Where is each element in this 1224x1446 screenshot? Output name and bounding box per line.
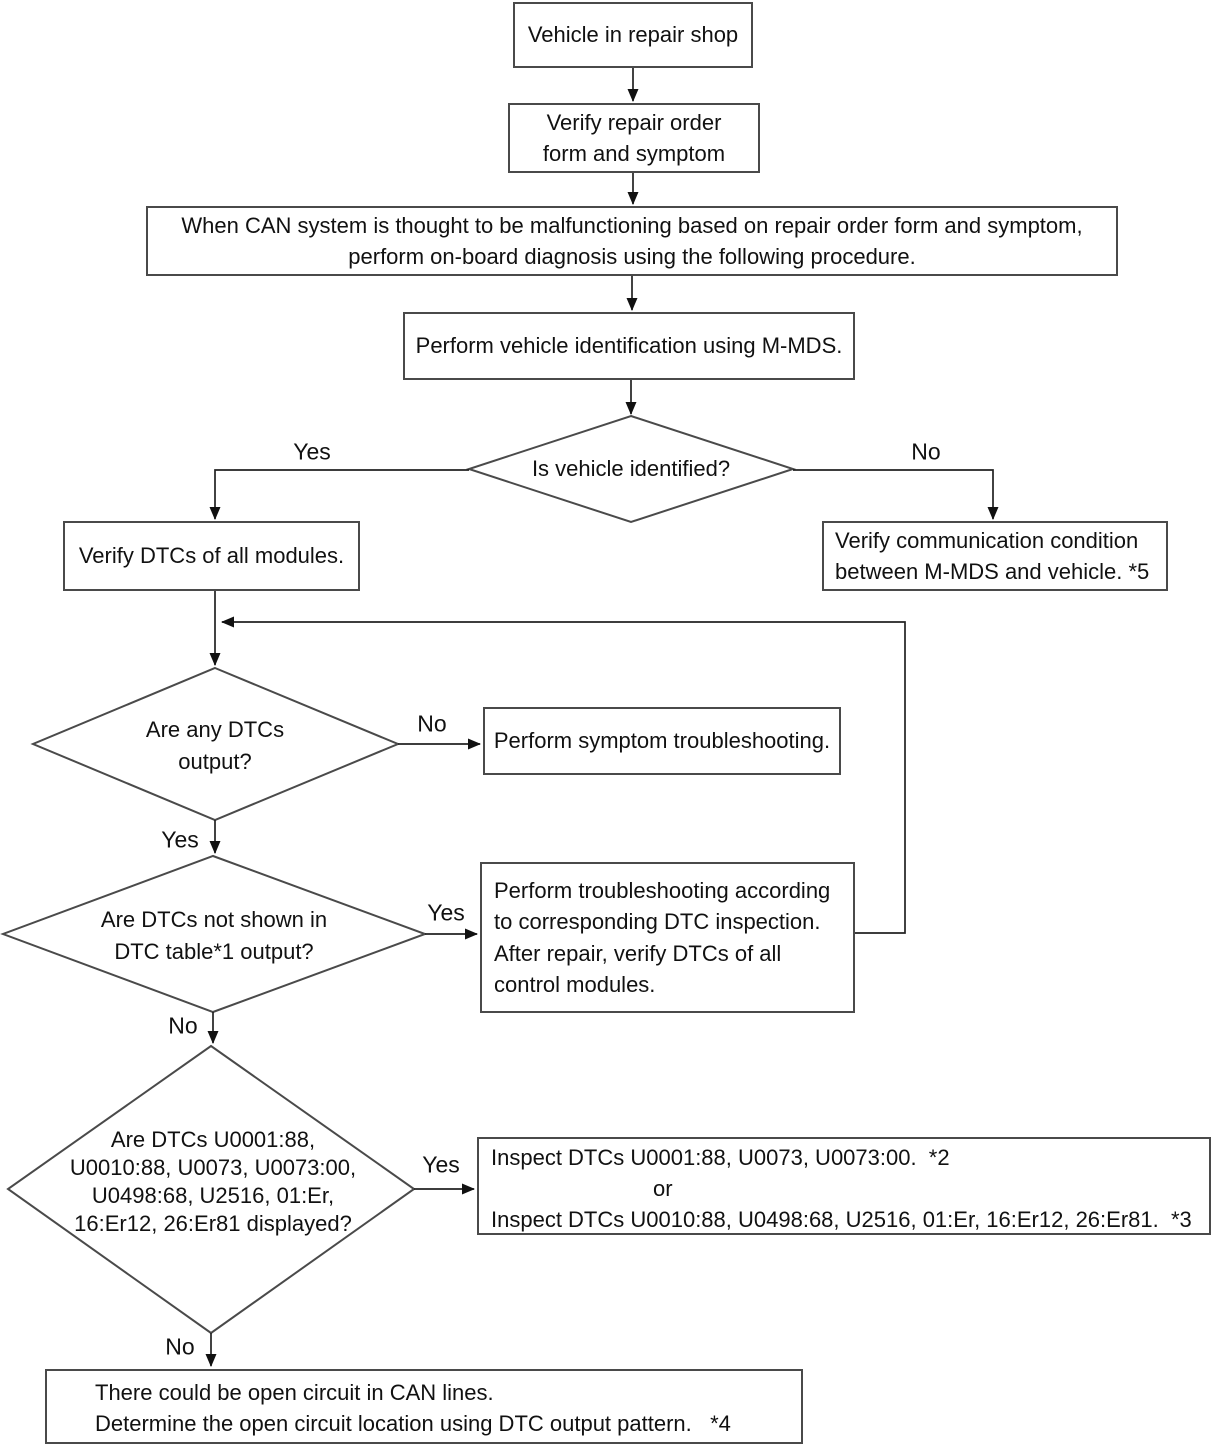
- node-text: Verify DTCs of all modules.: [78, 543, 345, 569]
- branch-label-anydtcs-no: No: [417, 710, 447, 737]
- inspect-line-2: Inspect DTCs U0010:88, U0498:68, U2516, …: [491, 1207, 1192, 1232]
- node-perform-vehicle-identification: Perform vehicle identification using M-M…: [403, 312, 855, 380]
- branch-label-identified-no: No: [911, 438, 941, 465]
- branch-label-displayed-no: No: [165, 1333, 195, 1360]
- node-text: Verify communication condition between M…: [835, 527, 1150, 584]
- node-text: Vehicle in repair shop: [527, 22, 739, 48]
- node-verify-repair-order: Verify repair order form and symptom: [508, 103, 760, 173]
- branch-label-displayed-yes: Yes: [422, 1151, 460, 1178]
- node-inspect-dtcs: Inspect DTCs U0001:88, U0073, U0073:00. …: [477, 1137, 1211, 1235]
- node-text: Perform troubleshooting according to cor…: [494, 878, 831, 997]
- branch-label-identified-yes: Yes: [293, 438, 331, 465]
- branch-label-notintable-yes: Yes: [427, 899, 465, 926]
- decision-is-vehicle-identified-text: Is vehicle identified?: [531, 456, 731, 482]
- node-open-circuit-in-can-lines: There could be open circuit in CAN lines…: [45, 1369, 803, 1444]
- arrow-identified-yes: [209, 469, 469, 520]
- arrow-identified-no: [793, 469, 999, 520]
- inspect-line-1: Inspect DTCs U0001:88, U0073, U0073:00. …: [491, 1145, 950, 1170]
- node-text: When CAN system is thought to be malfunc…: [181, 212, 1083, 269]
- node-verify-dtcs-all-modules: Verify DTCs of all modules.: [63, 521, 360, 591]
- branch-label-anydtcs-yes: Yes: [161, 826, 199, 853]
- node-perform-dtc-troubleshooting: Perform troubleshooting according to cor…: [480, 862, 855, 1013]
- open-circuit-line-1: There could be open circuit in CAN lines…: [95, 1380, 494, 1405]
- node-text: Perform symptom troubleshooting.: [493, 728, 831, 754]
- node-text: Perform vehicle identification using M-M…: [415, 333, 843, 359]
- open-circuit-line-2: Determine the open circuit location usin…: [95, 1411, 731, 1436]
- decision-dtcs-not-in-table-text: Are DTCs not shown in DTC table*1 output…: [100, 907, 328, 964]
- node-when-can-malfunctioning: When CAN system is thought to be malfunc…: [146, 206, 1118, 276]
- decision-dtcs-displayed-text: Are DTCs U0001:88, U0010:88, U0073, U007…: [69, 1127, 357, 1236]
- decision-are-any-dtcs-output-text: Are any DTCs output?: [145, 717, 285, 774]
- node-vehicle-in-repair-shop: Vehicle in repair shop: [513, 2, 753, 68]
- node-perform-symptom-troubleshooting: Perform symptom troubleshooting.: [483, 707, 841, 775]
- node-verify-communication-condition: Verify communication condition between M…: [822, 521, 1168, 591]
- node-text: There could be open circuit in CAN lines…: [47, 1371, 731, 1439]
- node-text: Inspect DTCs U0001:88, U0073, U0073:00. …: [479, 1139, 1192, 1235]
- diamond-is-vehicle-identified: [465, 414, 797, 524]
- arrow-feedback-loop: [221, 616, 906, 934]
- node-text: Verify repair order form and symptom: [542, 109, 726, 166]
- branch-label-notintable-no: No: [168, 1012, 198, 1039]
- inspect-line-or: or: [653, 1176, 673, 1201]
